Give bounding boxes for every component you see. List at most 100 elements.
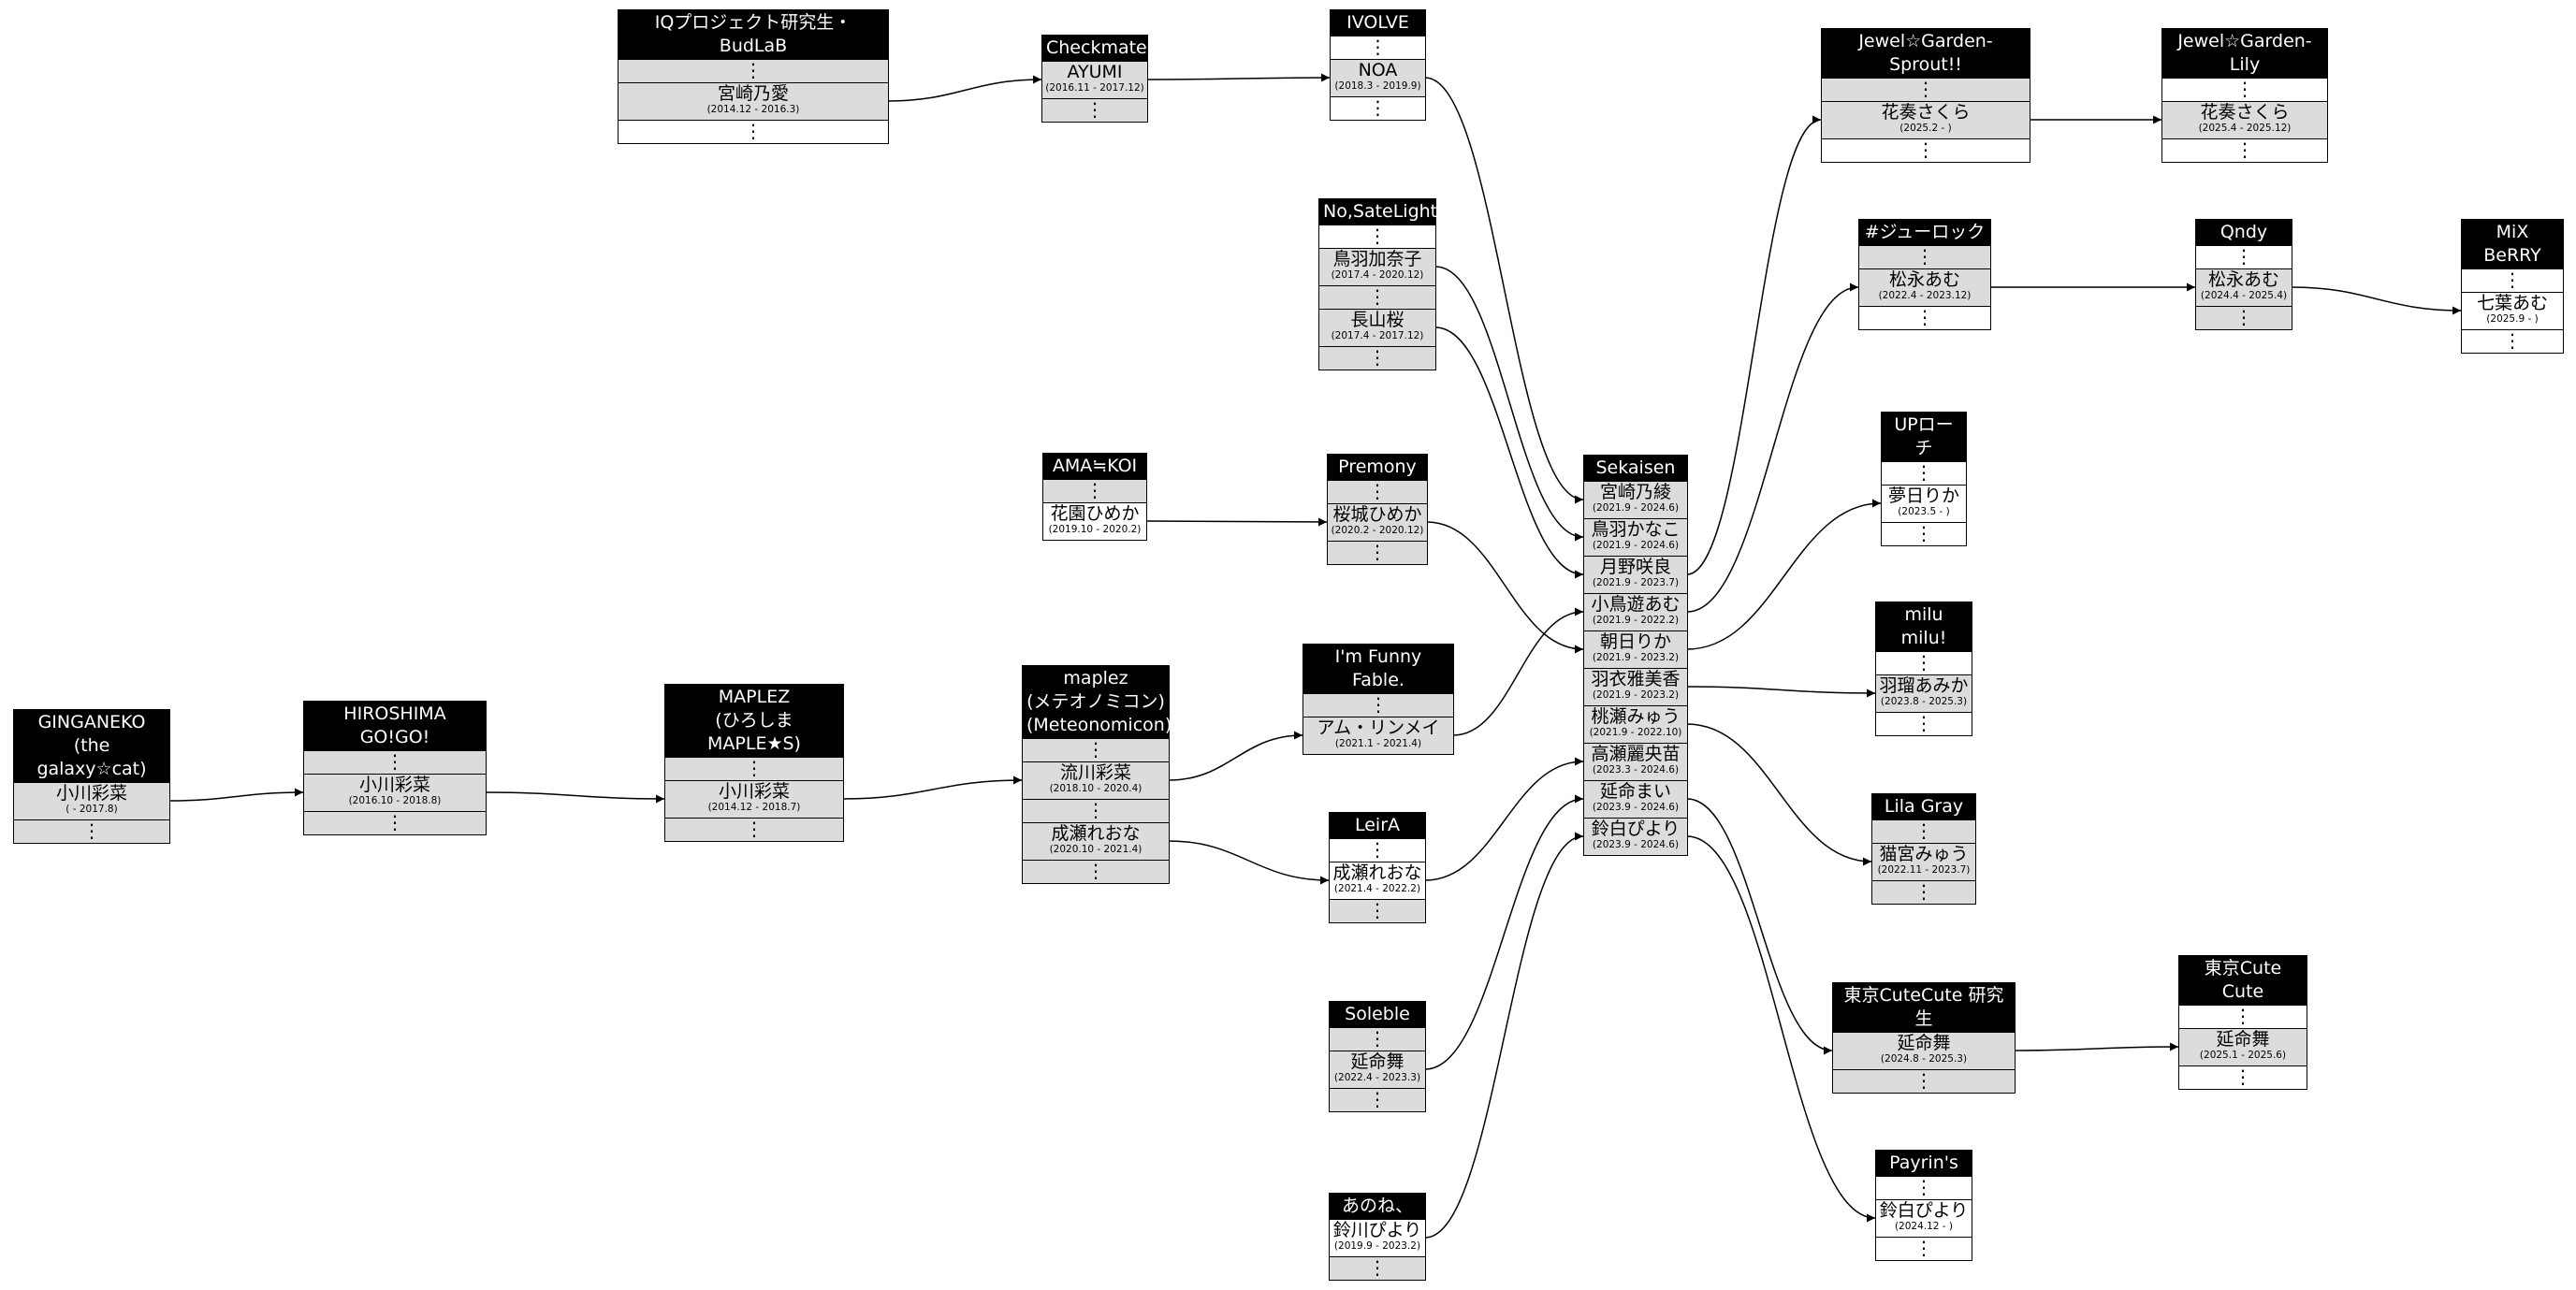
member-period: (2023.5 - ) — [1898, 506, 1950, 517]
ellipsis-row: ⋮ — [2462, 329, 2563, 353]
member-name: 朝日りか — [1599, 631, 1671, 652]
member-row: NOA(2018.3 - 2019.9) — [1331, 59, 1425, 96]
member-period: (2018.10 - 2020.4) — [1049, 783, 1142, 794]
member-name: 鳥羽加奈子 — [1332, 249, 1422, 269]
group-node: maplez (メテオノミコン) (Meteonomicon)⋮流川彩菜(201… — [1022, 665, 1172, 884]
member-name: 高瀬麗央苗 — [1591, 744, 1681, 764]
ellipsis-row: ⋮ — [1023, 860, 1169, 883]
ellipsis-row: ⋮ — [1023, 799, 1169, 822]
group-name: Soleble — [1330, 1002, 1425, 1027]
member-name: 羽瑠あみか — [1879, 675, 1969, 696]
group-name: 東京Cute Cute — [2179, 956, 2307, 1005]
member-name: AYUMI — [1067, 62, 1123, 82]
member-period: (2016.10 - 2018.8) — [348, 795, 442, 806]
group-name: Qndy — [2196, 220, 2292, 245]
ellipsis-row: ⋮ — [1859, 245, 1990, 268]
group-node: MAPLEZ (ひろしまMAPLE★S)⋮小川彩菜(2014.12 - 2018… — [664, 684, 844, 842]
member-row: 鈴白ぴより(2024.12 - ) — [1876, 1199, 1972, 1237]
member-row: 桃瀬みゅう(2021.9 - 2022.10) — [1584, 705, 1687, 743]
member-period: (2016.11 - 2017.12) — [1045, 82, 1144, 94]
member-row: 高瀬麗央苗(2023.3 - 2024.6) — [1584, 743, 1687, 780]
group-name: あのね、 — [1330, 1194, 1425, 1219]
group-node: AMA≒KOI⋮花園ひめか(2019.10 - 2020.2) — [1042, 453, 1147, 541]
ellipsis-row: ⋮ — [619, 59, 888, 82]
member-row: 延命舞(2024.8 - 2025.3) — [1833, 1032, 2015, 1069]
member-name: 小鳥遊あむ — [1591, 594, 1681, 615]
group-node: Premony⋮桜城ひめか(2020.2 - 2020.12)⋮ — [1327, 454, 1428, 565]
ellipsis-row: ⋮ — [1872, 880, 1975, 904]
ellipsis-row: ⋮ — [1331, 36, 1425, 59]
ellipsis-row: ⋮ — [1882, 461, 1966, 485]
member-row: 花園ひめか(2019.10 - 2020.2) — [1043, 502, 1146, 540]
ellipsis-row: ⋮ — [2179, 1065, 2307, 1089]
ellipsis-row: ⋮ — [1330, 1256, 1425, 1280]
group-name: I'm Funny Fable. — [1303, 645, 1453, 693]
transition-arrow — [1426, 521, 1584, 654]
group-name: HIROSHIMA GO!GO! — [304, 702, 486, 750]
member-row: 朝日りか(2021.9 - 2023.2) — [1584, 631, 1687, 668]
group-node: 東京Cute Cute⋮延命舞(2025.1 - 2025.6)⋮ — [2178, 955, 2307, 1090]
member-name: 小川彩菜 — [55, 783, 127, 804]
ellipsis-row: ⋮ — [1328, 541, 1427, 564]
group-node: Payrin's⋮鈴白ぴより(2024.12 - )⋮ — [1875, 1150, 1972, 1261]
member-period: (2023.9 - 2024.6) — [1592, 839, 1680, 850]
member-name: 宮崎乃愛 — [717, 83, 789, 104]
group-node: No,SateLight⋮鳥羽加奈子(2017.4 - 2020.12)⋮長山桜… — [1318, 198, 1437, 370]
ellipsis-row: ⋮ — [1859, 306, 1990, 329]
ellipsis-row: ⋮ — [14, 819, 169, 843]
member-period: (2022.11 - 2023.7) — [1877, 864, 1971, 876]
member-name: 七葉あむ — [2476, 293, 2548, 313]
member-row: 鈴川ぴより(2019.9 - 2023.2) — [1330, 1219, 1425, 1256]
transition-arrow — [887, 75, 1042, 102]
transition-arrow — [1686, 115, 1822, 575]
member-row: 花奏さくら(2025.4 - 2025.12) — [2162, 101, 2327, 138]
transition-arrow — [168, 788, 304, 802]
member-name: 鈴白ぴより — [1591, 819, 1681, 839]
member-row: 宮崎乃愛(2014.12 - 2016.3) — [619, 82, 888, 120]
member-period: (2023.3 - 2024.6) — [1592, 764, 1680, 775]
group-name: milu milu! — [1876, 602, 1972, 651]
group-node: Soleble⋮延命舞(2022.4 - 2023.3)⋮ — [1329, 1001, 1426, 1112]
ellipsis-row: ⋮ — [665, 757, 843, 780]
ellipsis-row: ⋮ — [304, 750, 486, 774]
member-name: 鈴川ぴより — [1332, 1220, 1422, 1240]
member-row: 小鳥遊あむ(2021.9 - 2022.2) — [1584, 593, 1687, 631]
group-name: Lila Gray — [1872, 794, 1975, 819]
member-row: AYUMI(2016.11 - 2017.12) — [1042, 61, 1147, 98]
ellipsis-row: ⋮ — [2162, 138, 2327, 162]
group-node: Jewel☆Garden-Lily⋮花奏さくら(2025.4 - 2025.12… — [2161, 28, 2328, 163]
member-name: 成瀬れおな — [1332, 862, 1422, 883]
member-period: (2021.9 - 2024.6) — [1592, 540, 1680, 551]
member-period: (2020.10 - 2021.4) — [1049, 844, 1142, 855]
group-name: GINGANEKO (the galaxy☆cat) — [14, 710, 169, 782]
member-row: 延命舞(2022.4 - 2023.3) — [1330, 1051, 1425, 1088]
ellipsis-row: ⋮ — [1303, 693, 1453, 717]
member-period: (2025.2 - ) — [1899, 123, 1952, 134]
member-period: (2021.9 - 2024.6) — [1592, 502, 1680, 514]
transition-arrow — [1424, 77, 1584, 504]
member-row: 花奏さくら(2025.2 - ) — [1822, 101, 2030, 138]
transition-arrow — [1686, 798, 1833, 1055]
member-name: 成瀬れおな — [1051, 823, 1141, 844]
member-row: 小川彩菜(2016.10 - 2018.8) — [304, 774, 486, 811]
group-node: #ジューロック⋮松永あむ(2022.4 - 2023.12)⋮ — [1858, 219, 1991, 330]
transition-arrow — [1424, 832, 1584, 1239]
ellipsis-row: ⋮ — [1876, 651, 1972, 674]
group-node: UPローチ⋮夢日りか(2023.5 - )⋮ — [1881, 412, 1967, 546]
group-node: Qndy⋮松永あむ(2024.4 - 2025.4)⋮ — [2195, 219, 2292, 330]
member-name: 桃瀬みゅう — [1591, 706, 1681, 727]
ellipsis-row: ⋮ — [1822, 78, 2030, 101]
member-name: 花奏さくら — [1881, 102, 1971, 123]
ellipsis-row: ⋮ — [1043, 479, 1146, 502]
transition-arrow — [1146, 73, 1331, 82]
transition-arrow — [1424, 794, 1584, 1070]
member-row: 小川彩菜( - 2017.8) — [14, 782, 169, 819]
member-row: 七葉あむ(2025.9 - ) — [2462, 292, 2563, 329]
member-row: 松永あむ(2022.4 - 2023.12) — [1859, 268, 1990, 306]
member-period: ( - 2017.8) — [65, 804, 118, 815]
member-name: 宮崎乃綾 — [1599, 482, 1671, 502]
group-name: Jewel☆Garden-Sprout!! — [1822, 29, 2030, 78]
group-node: LeirA⋮成瀬れおな(2021.4 - 2022.2)⋮ — [1329, 812, 1426, 923]
